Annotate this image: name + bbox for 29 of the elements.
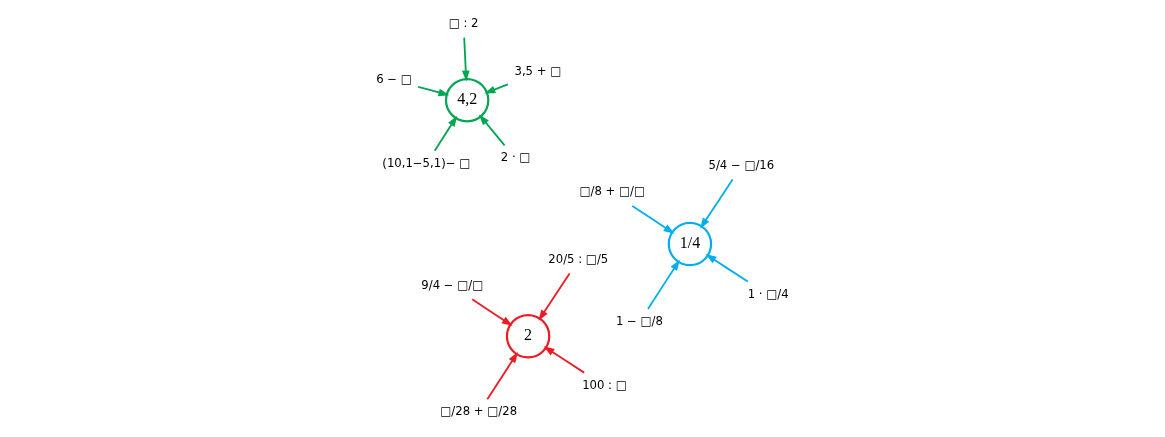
arrow <box>543 346 586 374</box>
arrow <box>647 259 680 310</box>
node-text: 100 : □ <box>582 377 627 392</box>
arrow <box>484 83 509 94</box>
node-text: □/8 + □/□ <box>579 184 646 199</box>
node-text: 1 · □/4 <box>747 286 789 301</box>
arrow <box>478 114 506 147</box>
arrow <box>471 298 513 327</box>
arrow <box>433 115 458 152</box>
node-text: 6 − □ <box>376 72 412 87</box>
arrow <box>461 36 470 82</box>
arrow <box>631 205 675 234</box>
node-circle: 1/4 <box>667 221 713 267</box>
node-text: 1 − □/8 <box>615 313 663 328</box>
arrow <box>538 272 571 321</box>
arrow <box>486 351 518 401</box>
node-text: □ : 2 <box>448 16 479 31</box>
arrow <box>700 178 734 229</box>
node-text: 9/4 − □/□ <box>421 277 484 292</box>
node-text: 2 · □ <box>500 150 531 165</box>
node-text: 3,5 + □ <box>514 64 562 79</box>
arrow <box>417 85 450 97</box>
node-text: (10,1−5,1)− □ <box>382 155 471 170</box>
arrow <box>705 254 749 283</box>
node-text: 20/5 : □/5 <box>548 252 609 267</box>
node-text: 5/4 − □/16 <box>708 158 775 173</box>
node-circle: 2 <box>505 314 551 359</box>
node-text: □/28 + □/28 <box>440 404 518 419</box>
node-circle: 4,2 <box>444 77 490 123</box>
